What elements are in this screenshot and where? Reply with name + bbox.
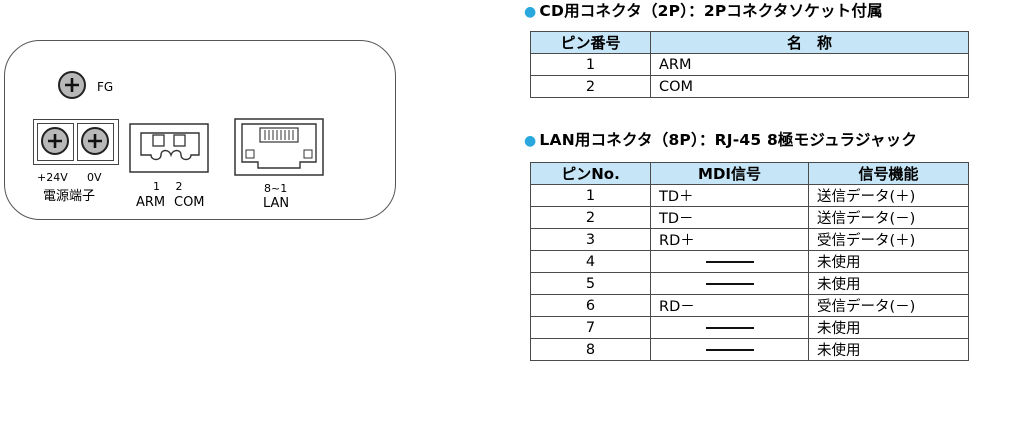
table-header-row: ピンNo. MDI信号 信号機能 [530, 162, 969, 185]
cd-arm-label: ARM [136, 195, 166, 210]
table-row: 2 COM [530, 75, 969, 98]
unused-dash [705, 348, 754, 351]
cd-com-label: COM [174, 195, 205, 210]
power-terminal-block [33, 119, 119, 165]
lan-label: LAN [263, 196, 290, 211]
header-pin-number: ピン番号 [530, 31, 651, 54]
unused-dash [705, 326, 754, 329]
bullet-icon: ● [524, 4, 537, 20]
lan-jack-icon [234, 118, 324, 176]
plus24v-label: +24V [37, 171, 68, 184]
zero-v-label: 0V [87, 171, 102, 184]
power-terminal-label: 電源端子 [43, 189, 96, 204]
fg-screw-icon [58, 71, 86, 99]
cd-section-title: ●CD用コネクタ（2P）：2Pコネクタソケット付属 [524, 2, 883, 20]
header-mdi-signal: MDI信号 [650, 162, 809, 185]
header-name: 名 称 [650, 31, 969, 54]
lan-pin-numbers: 8~1 [264, 182, 288, 195]
bullet-icon: ● [524, 133, 537, 149]
header-signal-function: 信号機能 [808, 162, 969, 185]
connector-panel: FG +24V 0V 電源端子 1 2 ARM COM 8~1 LAN [4, 40, 396, 220]
table-row: 1 ARM [530, 53, 969, 76]
cd-connector-icon [129, 123, 209, 173]
cd-pin-table: ピン番号 名 称 1 ARM 2 COM [530, 31, 969, 98]
lan-section-title: ●LAN用コネクタ（8P）：RJ-45 8極モジュラジャック [524, 131, 918, 149]
plus24v-screw-icon [41, 127, 69, 155]
unused-dash [705, 282, 754, 285]
header-pin-no: ピンNo. [530, 162, 651, 185]
zero-v-screw-icon [81, 127, 109, 155]
table-header-row: ピン番号 名 称 [530, 31, 969, 54]
cd-pin-numbers: 1 2 [153, 180, 183, 193]
unused-dash [705, 260, 754, 263]
fg-label: FG [97, 80, 114, 94]
